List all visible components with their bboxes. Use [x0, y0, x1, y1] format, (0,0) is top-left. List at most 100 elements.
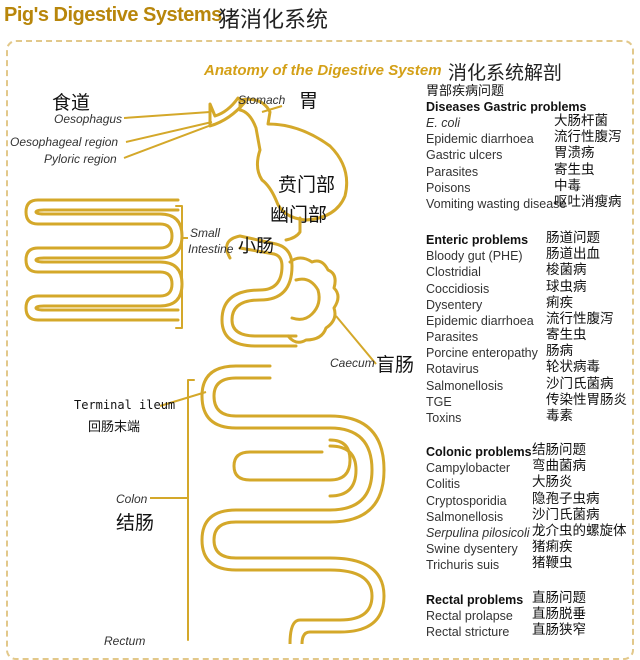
oesophagus-label: Oesophagus	[54, 112, 123, 126]
small-intestine-label-1: Small	[190, 226, 221, 240]
enteric-heading: Enteric problems	[426, 233, 529, 248]
disease-name: Porcine enteropathy	[426, 346, 538, 361]
disease-name-cn: 痢疾	[546, 294, 573, 311]
disease-row: Bloody gut (PHE) 肠道出血	[426, 246, 640, 264]
disease-name-cn: 直肠脱垂	[532, 605, 586, 622]
disease-row: Coccidiosis 球虫病	[426, 278, 640, 297]
disease-name: Vomiting wasting disease	[426, 196, 567, 211]
disease-name-cn: 寄生虫	[546, 327, 587, 344]
colon-label: Colon	[116, 492, 148, 506]
colon-label-cn: 结肠	[116, 512, 155, 534]
disease-name-cn: 流行性腹泻	[554, 129, 622, 146]
pyloric-region-label: Pyloric region	[44, 152, 117, 166]
disease-row: Epidemic diarrhoea 流行性腹泻	[426, 129, 640, 147]
anatomy-title: Anatomy of the Digestive System	[204, 62, 442, 79]
gastric-heading: Diseases Gastric problems	[426, 100, 587, 114]
disease-row: TGE 传染性胃肠炎	[426, 391, 640, 410]
page-title-cn: 猪消化系统	[218, 8, 329, 33]
disease-name-cn: 中毒	[554, 177, 581, 194]
gastric-heading-cn: 胃部疾病问题	[426, 84, 505, 99]
caecum-label: Caecum	[330, 356, 375, 370]
disease-name: Dysentery	[426, 297, 483, 312]
disease-name-cn: 胃溃疡	[554, 145, 595, 162]
disease-row: Colitis 大肠炎	[426, 474, 640, 492]
disease-name-cn: 隐孢子虫病	[532, 490, 600, 507]
disease-row: Dysentery 痢疾	[426, 294, 640, 313]
anatomy-title-cn: 消化系统解剖	[448, 62, 563, 84]
disease-row: Cryptosporidia 隐孢子虫病	[426, 490, 640, 509]
disease-name-cn: 梭菌病	[546, 262, 587, 279]
terminal-ileum-label-cn: 回肠末端	[88, 420, 141, 435]
page-title: Pig's Digestive Systems	[4, 4, 222, 26]
disease-name: Epidemic diarrhoea	[426, 132, 534, 147]
disease-name-cn: 寄生虫	[554, 161, 595, 178]
disease-row: Clostridial 梭菌病	[426, 262, 640, 280]
disease-name: E. coli	[426, 116, 461, 130]
disease-name: Coccidiosis	[426, 281, 490, 296]
disease-name-cn: 大肠炎	[532, 474, 573, 491]
small-intestine-coils	[24, 198, 180, 322]
gastric-section: 胃部疾病问题 Diseases Gastric problems E. coli…	[426, 84, 640, 212]
caecum-shape	[286, 256, 340, 344]
disease-name: Parasites	[426, 164, 479, 179]
disease-name: Salmonellosis	[426, 378, 504, 393]
disease-name: Salmonellosis	[426, 509, 504, 524]
disease-row: E. coli 大肠杆菌	[426, 113, 640, 131]
disease-row: Parasites 寄生虫	[426, 161, 640, 180]
disease-name-cn: 球虫病	[546, 278, 587, 295]
disease-row: Swine dysentery 猪痢疾	[426, 539, 640, 557]
disease-name: Toxins	[426, 411, 462, 425]
disease-name: Swine dysentery	[426, 542, 518, 557]
disease-row: Gastric ulcers 胃溃疡	[426, 145, 640, 163]
disease-name-cn: 肠病	[546, 343, 573, 360]
enteric-heading-cn: 肠道问题	[546, 230, 600, 247]
disease-name: TGE	[426, 394, 452, 409]
disease-name-cn: 弯曲菌病	[532, 458, 586, 475]
disease-name-cn: 沙门氏菌病	[546, 375, 614, 392]
disease-name: Trichuris suis	[426, 558, 500, 573]
disease-row: Rectal prolapse 直肠脱垂	[426, 605, 640, 624]
disease-name-cn: 传染性胃肠炎	[546, 391, 627, 408]
disease-name-cn: 呕吐消瘦病	[554, 193, 622, 210]
disease-name: Serpulina pilosicoli	[426, 525, 530, 540]
stomach-shape	[238, 97, 349, 222]
rectal-section: Rectal problems 直肠问题 Rectal prolapse 直肠脱垂…	[426, 589, 640, 640]
terminal-ileum-label: Terminal ileum	[74, 398, 176, 412]
oesophageal-region-label: Oesophageal region	[10, 135, 119, 149]
rectal-heading-cn: 直肠问题	[532, 589, 586, 606]
rectum-label: Rectum	[104, 634, 146, 648]
disease-name: Rectal prolapse	[426, 608, 513, 623]
disease-name-cn: 猪痢疾	[532, 539, 573, 556]
colonic-heading: Colonic problems	[426, 445, 532, 460]
disease-name-cn: 流行性腹泻	[546, 310, 614, 327]
disease-name-cn: 肠道出血	[546, 246, 600, 263]
disease-name: Cryptosporidia	[426, 493, 507, 508]
disease-row: Porcine enteropathy 肠病	[426, 343, 640, 361]
disease-name-cn: 直肠狭窄	[532, 621, 586, 638]
disease-panel: 胃部疾病问题 Diseases Gastric problems E. coli…	[426, 84, 640, 640]
disease-name: Gastric ulcers	[426, 148, 503, 163]
disease-name: Bloody gut (PHE)	[426, 249, 523, 264]
colon-spiral	[200, 364, 374, 644]
rectal-heading: Rectal problems	[426, 592, 524, 607]
small-intestine-label-cn: 小肠	[238, 236, 274, 257]
ileum-loops	[225, 234, 298, 338]
disease-row: Campylobacter 弯曲菌病	[426, 458, 640, 476]
disease-name-cn: 大肠杆菌	[554, 113, 608, 129]
disease-name: Clostridial	[426, 265, 481, 280]
disease-name: Campylobacter	[426, 461, 511, 476]
disease-name: Colitis	[426, 477, 461, 492]
